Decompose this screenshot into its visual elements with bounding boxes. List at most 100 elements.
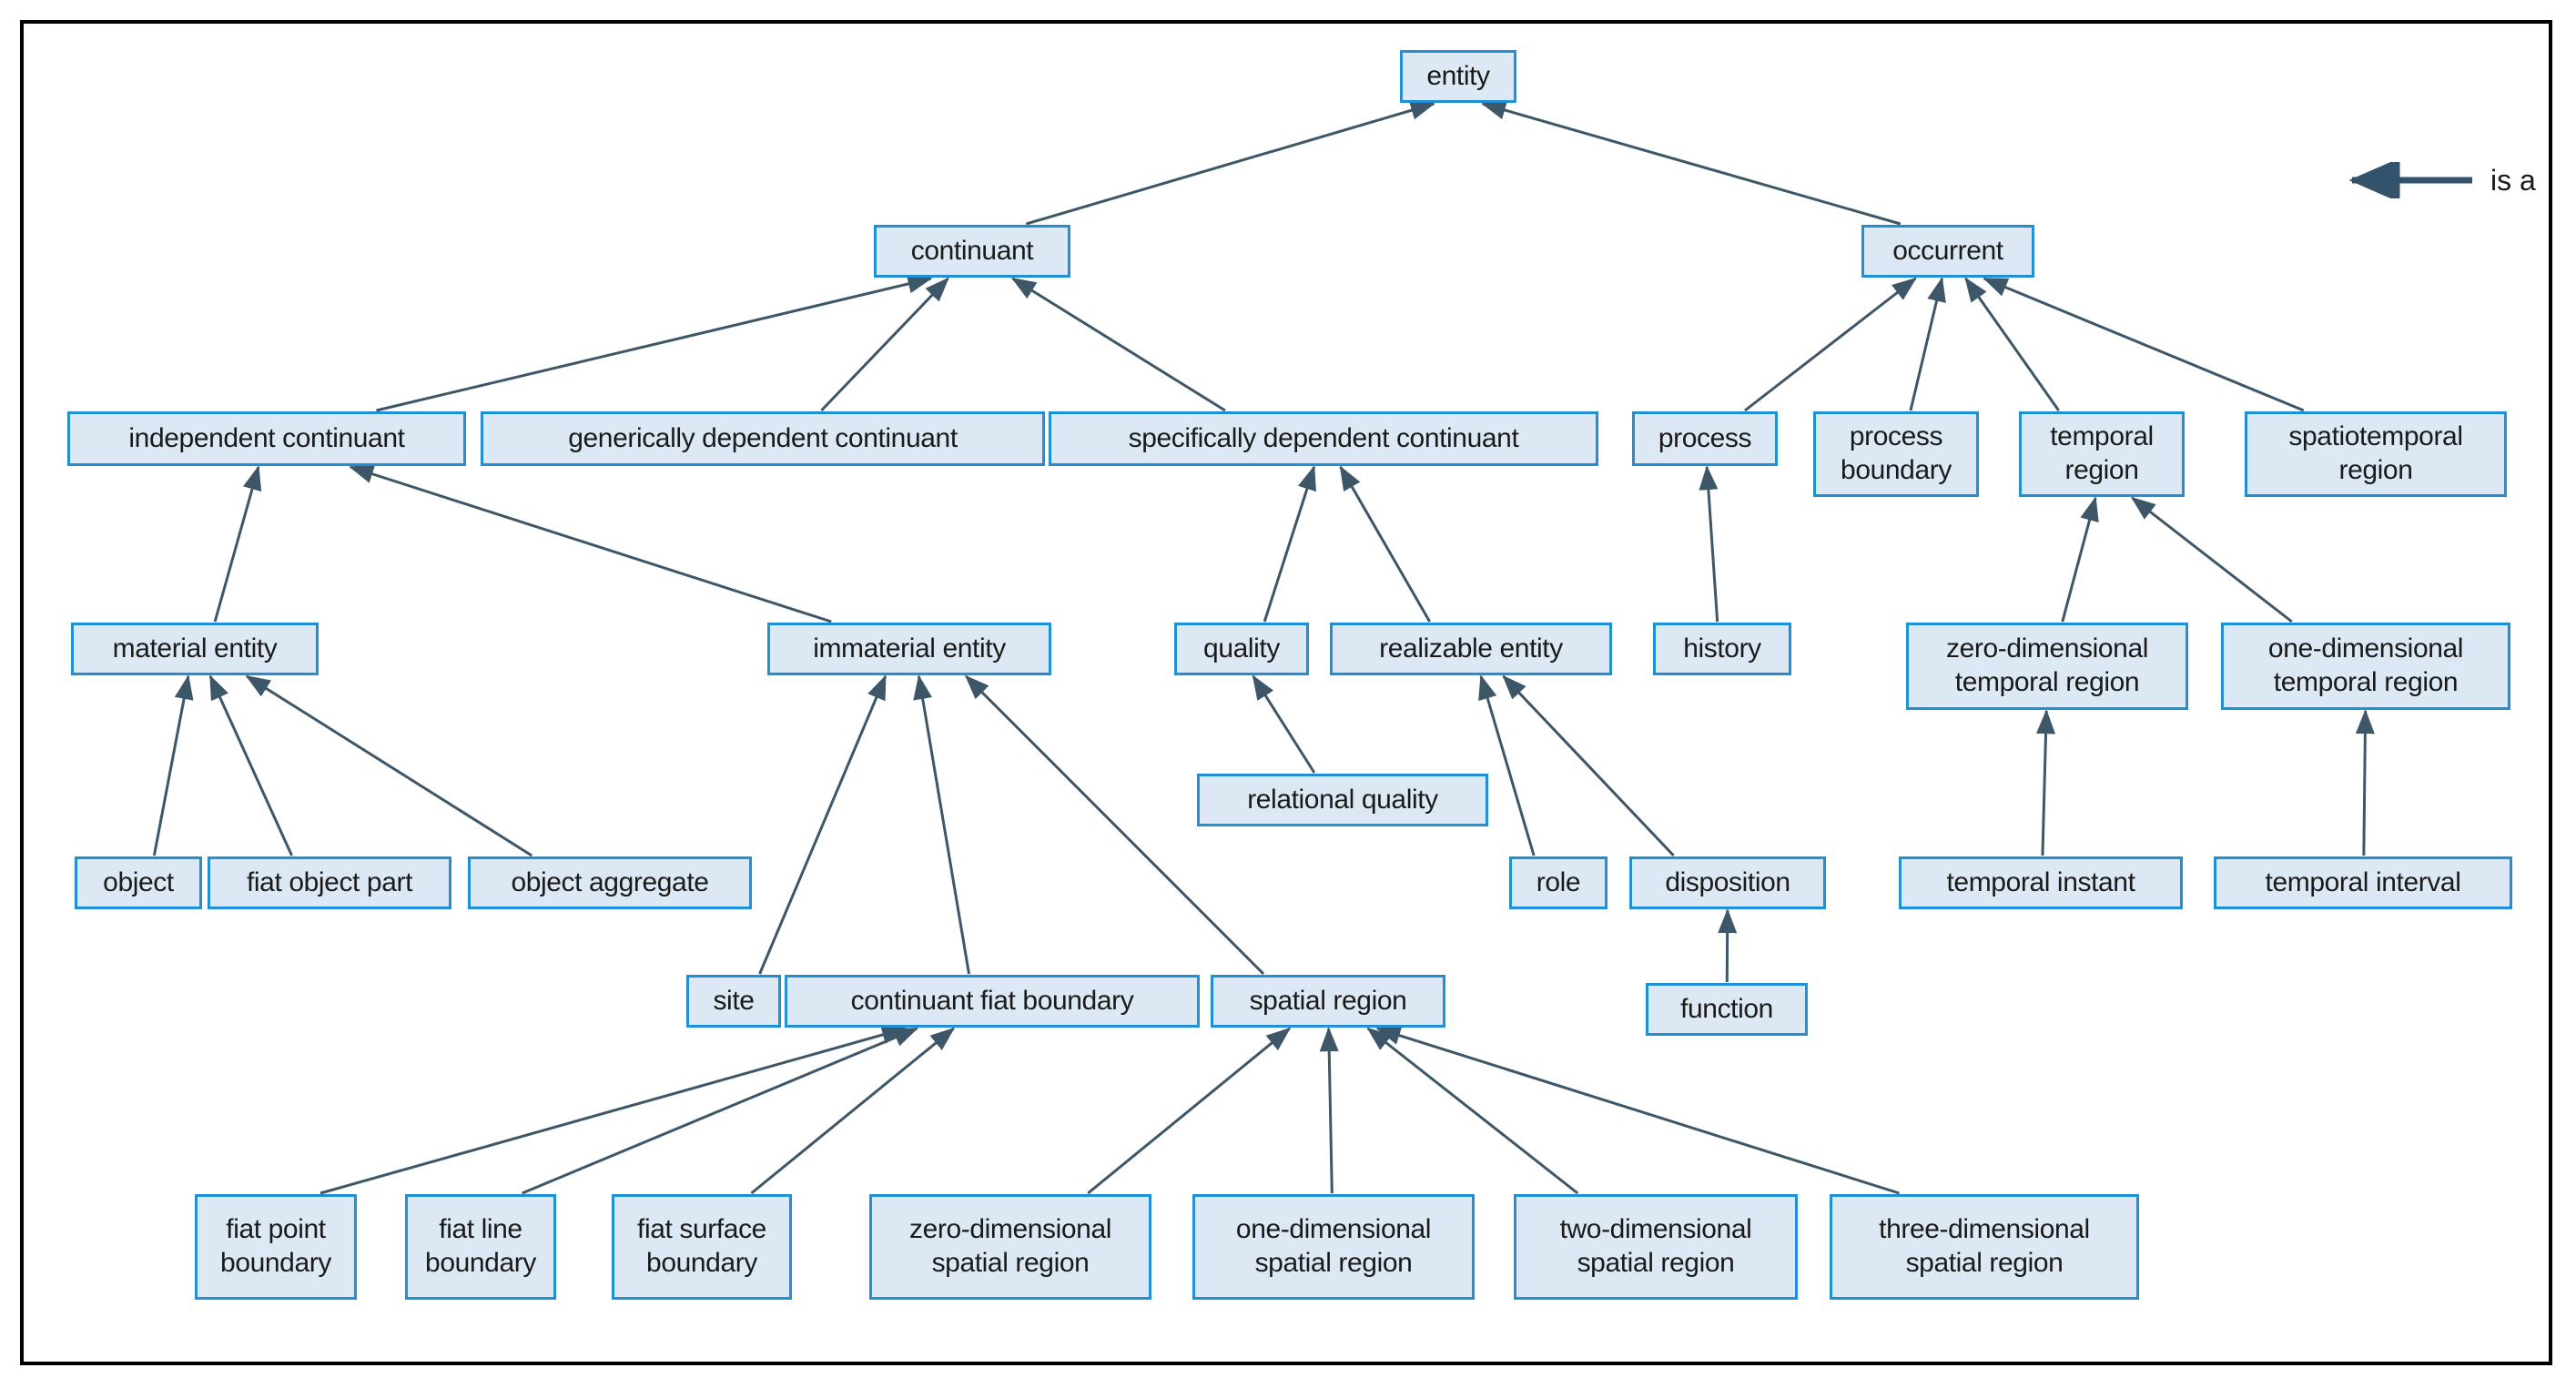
edge-temp_interval-to-one_temp: [2355, 709, 2375, 856]
node-spatial_reg[interactable]: spatial region: [1211, 975, 1445, 1028]
edge-continuant-to-entity: [1025, 101, 1435, 226]
node-label: continuant: [910, 235, 1034, 266]
node-label: zero-dimensional temporal region: [1945, 633, 2149, 697]
left-arrow-icon: [2348, 162, 2472, 198]
node-temp_instant[interactable]: temporal instant: [1899, 856, 2183, 909]
node-one_spatial[interactable]: one-dimensional spatial region: [1192, 1194, 1475, 1300]
node-label: disposition: [1665, 866, 1790, 897]
node-realizable[interactable]: realizable entity: [1330, 623, 1612, 675]
edge-function-to-disposition: [1718, 908, 1738, 983]
edge-indep_cont-to-continuant: [376, 274, 933, 412]
node-disposition[interactable]: disposition: [1629, 856, 1826, 909]
legend-label: is a: [2490, 163, 2536, 197]
edge-history-to-process: [1699, 465, 1719, 623]
node-process[interactable]: process: [1632, 411, 1778, 466]
node-zero_temp[interactable]: zero-dimensional temporal region: [1906, 623, 2188, 710]
edge-sdc-to-continuant: [1010, 277, 1226, 412]
node-label: history: [1683, 633, 1761, 664]
node-label: process: [1658, 422, 1752, 453]
edge-three_spatial-to-spatial_reg: [1375, 1026, 1900, 1195]
node-indep_cont[interactable]: independent continuant: [67, 411, 466, 466]
node-occurrent[interactable]: occurrent: [1861, 225, 2034, 278]
node-cfb[interactable]: continuant fiat boundary: [785, 975, 1200, 1028]
edge-one_temp-to-temp_region: [2130, 496, 2293, 623]
node-fiat_surface[interactable]: fiat surface boundary: [612, 1194, 792, 1300]
node-label: zero-dimensional spatial region: [908, 1214, 1112, 1278]
node-label: temporal region: [2050, 421, 2154, 485]
node-immat_entity[interactable]: immaterial entity: [767, 623, 1051, 675]
node-label: three-dimensional spatial region: [1879, 1214, 2090, 1278]
node-one_temp[interactable]: one-dimensional temporal region: [2221, 623, 2510, 710]
node-mat_entity[interactable]: material entity: [71, 623, 319, 675]
edge-zero_temp-to-temp_region: [2061, 496, 2099, 623]
edge-disposition-to-realizable: [1502, 674, 1675, 857]
node-zero_spatial[interactable]: zero-dimensional spatial region: [869, 1194, 1151, 1300]
node-label: specifically dependent continuant: [1128, 422, 1519, 453]
node-sdc[interactable]: specifically dependent continuant: [1049, 411, 1598, 466]
edge-cfb-to-immat_entity: [913, 674, 970, 975]
node-role[interactable]: role: [1509, 856, 1607, 909]
edge-fiat_line-to-cfb: [522, 1027, 919, 1195]
node-continuant[interactable]: continuant: [874, 225, 1070, 278]
node-label: realizable entity: [1379, 633, 1563, 664]
edge-one_spatial-to-spatial_reg: [1319, 1027, 1339, 1194]
node-temp_interval[interactable]: temporal interval: [2214, 856, 2512, 909]
edge-spatial_reg-to-immat_entity: [964, 674, 1265, 976]
node-fiat_obj_part[interactable]: fiat object part: [208, 856, 451, 909]
edge-rel_quality-to-quality: [1252, 674, 1316, 774]
node-label: one-dimensional spatial region: [1235, 1214, 1432, 1278]
node-history[interactable]: history: [1653, 623, 1791, 675]
node-label: generically dependent continuant: [568, 422, 958, 453]
edge-two_spatial-to-spatial_reg: [1366, 1027, 1579, 1195]
node-proc_bound[interactable]: process boundary: [1813, 411, 1979, 497]
node-label: relational quality: [1247, 784, 1438, 815]
node-label: fiat surface boundary: [637, 1214, 766, 1278]
node-label: fiat object part: [246, 866, 413, 897]
node-site[interactable]: site: [686, 975, 781, 1028]
edge-role-to-realizable: [1478, 674, 1536, 856]
edge-site-to-immat_entity: [758, 674, 887, 975]
edge-object-to-mat_entity: [152, 674, 194, 856]
node-label: fiat line boundary: [425, 1214, 536, 1278]
node-quality[interactable]: quality: [1174, 623, 1309, 675]
node-label: two-dimensional spatial region: [1559, 1214, 1752, 1278]
edge-occurrent-to-entity: [1481, 100, 1902, 226]
node-label: quality: [1203, 633, 1280, 664]
node-gdc[interactable]: generically dependent continuant: [481, 411, 1045, 466]
node-entity[interactable]: entity: [1400, 50, 1516, 103]
edge-immat_entity-to-indep_cont: [349, 464, 832, 623]
edge-quality-to-sdc: [1263, 465, 1316, 623]
edge-fiat_obj_part-to-mat_entity: [208, 674, 293, 856]
node-temp_region[interactable]: temporal region: [2019, 411, 2185, 497]
node-label: spatial region: [1249, 985, 1407, 1016]
node-object[interactable]: object: [75, 856, 202, 909]
node-label: occurrent: [1892, 235, 2003, 266]
node-fiat_point[interactable]: fiat point boundary: [195, 1194, 357, 1300]
edge-obj_aggregate-to-mat_entity: [245, 674, 532, 857]
node-label: spatiotemporal region: [2288, 421, 2463, 485]
node-label: object: [103, 866, 174, 897]
edge-fiat_surface-to-cfb: [750, 1027, 956, 1195]
node-label: immaterial entity: [813, 633, 1006, 664]
legend: is a: [2339, 162, 2536, 198]
node-obj_aggregate[interactable]: object aggregate: [468, 856, 752, 909]
node-two_spatial[interactable]: two-dimensional spatial region: [1514, 1194, 1798, 1300]
node-label: independent continuant: [128, 422, 405, 453]
node-three_spatial[interactable]: three-dimensional spatial region: [1830, 1194, 2139, 1300]
edge-temp_instant-to-zero_temp: [2036, 709, 2056, 856]
node-label: continuant fiat boundary: [850, 985, 1134, 1016]
node-label: temporal instant: [1946, 866, 2135, 897]
node-function[interactable]: function: [1646, 983, 1808, 1036]
node-label: fiat point boundary: [220, 1214, 331, 1278]
node-fiat_line[interactable]: fiat line boundary: [405, 1194, 556, 1300]
edge-proc_bound-to-occurrent: [1909, 277, 1946, 411]
node-label: function: [1680, 993, 1773, 1024]
node-label: material entity: [112, 633, 278, 664]
node-label: temporal interval: [2265, 866, 2461, 897]
node-spatiotemp[interactable]: spatiotemporal region: [2245, 411, 2507, 497]
node-label: role: [1536, 866, 1581, 897]
node-rel_quality[interactable]: relational quality: [1197, 774, 1488, 826]
edge-gdc-to-continuant: [820, 277, 949, 412]
